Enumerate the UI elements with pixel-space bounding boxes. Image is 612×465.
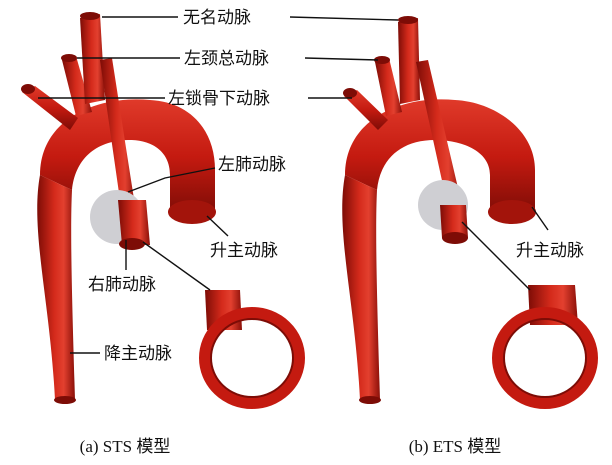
label-innominate-artery: 无名动脉 xyxy=(183,8,251,28)
descending-aorta-vessel xyxy=(37,175,75,400)
left-subclavian-opening xyxy=(21,84,35,94)
leader-innominate-right xyxy=(290,17,398,20)
pulmonary-stump-opening-b xyxy=(442,232,468,244)
ascending-aorta-opening xyxy=(168,200,216,224)
leader-lines xyxy=(38,17,548,353)
caption-sts: (a) STS 模型 xyxy=(80,437,171,456)
panel-ets-model xyxy=(342,16,592,404)
label-ascending-aorta-b: 升主动脉 xyxy=(516,241,584,261)
leader-ascending-a xyxy=(207,216,228,236)
left-carotid-branch-b xyxy=(375,58,402,116)
inset-ring-b xyxy=(498,313,592,403)
leader-ascending-b xyxy=(532,207,548,230)
descending-aorta-end xyxy=(54,396,76,404)
pulmonary-stump-opening xyxy=(119,238,145,250)
label-ascending-aorta-a: 升主动脉 xyxy=(210,241,278,261)
innominate-opening xyxy=(80,12,100,20)
descending-aorta-vessel-b xyxy=(342,175,380,400)
innominate-opening-b xyxy=(398,16,418,24)
descending-aorta-end-b xyxy=(359,396,381,404)
inset-ring xyxy=(205,313,299,403)
ascending-aorta-opening-b xyxy=(488,200,536,224)
innominate-branch-b xyxy=(398,18,420,104)
left-subclavian-opening-b xyxy=(343,88,357,98)
leader-carotid-right xyxy=(305,58,378,60)
label-right-pulmonary: 右肺动脉 xyxy=(88,275,156,295)
label-left-common-carotid: 左颈总动脉 xyxy=(184,49,269,69)
label-left-pulmonary: 左肺动脉 xyxy=(218,155,286,175)
label-left-subclavian: 左锁骨下动脉 xyxy=(168,89,270,109)
label-descending-aorta: 降主动脉 xyxy=(104,344,172,364)
left-carotid-opening xyxy=(61,54,77,62)
caption-ets: (b) ETS 模型 xyxy=(409,437,502,456)
